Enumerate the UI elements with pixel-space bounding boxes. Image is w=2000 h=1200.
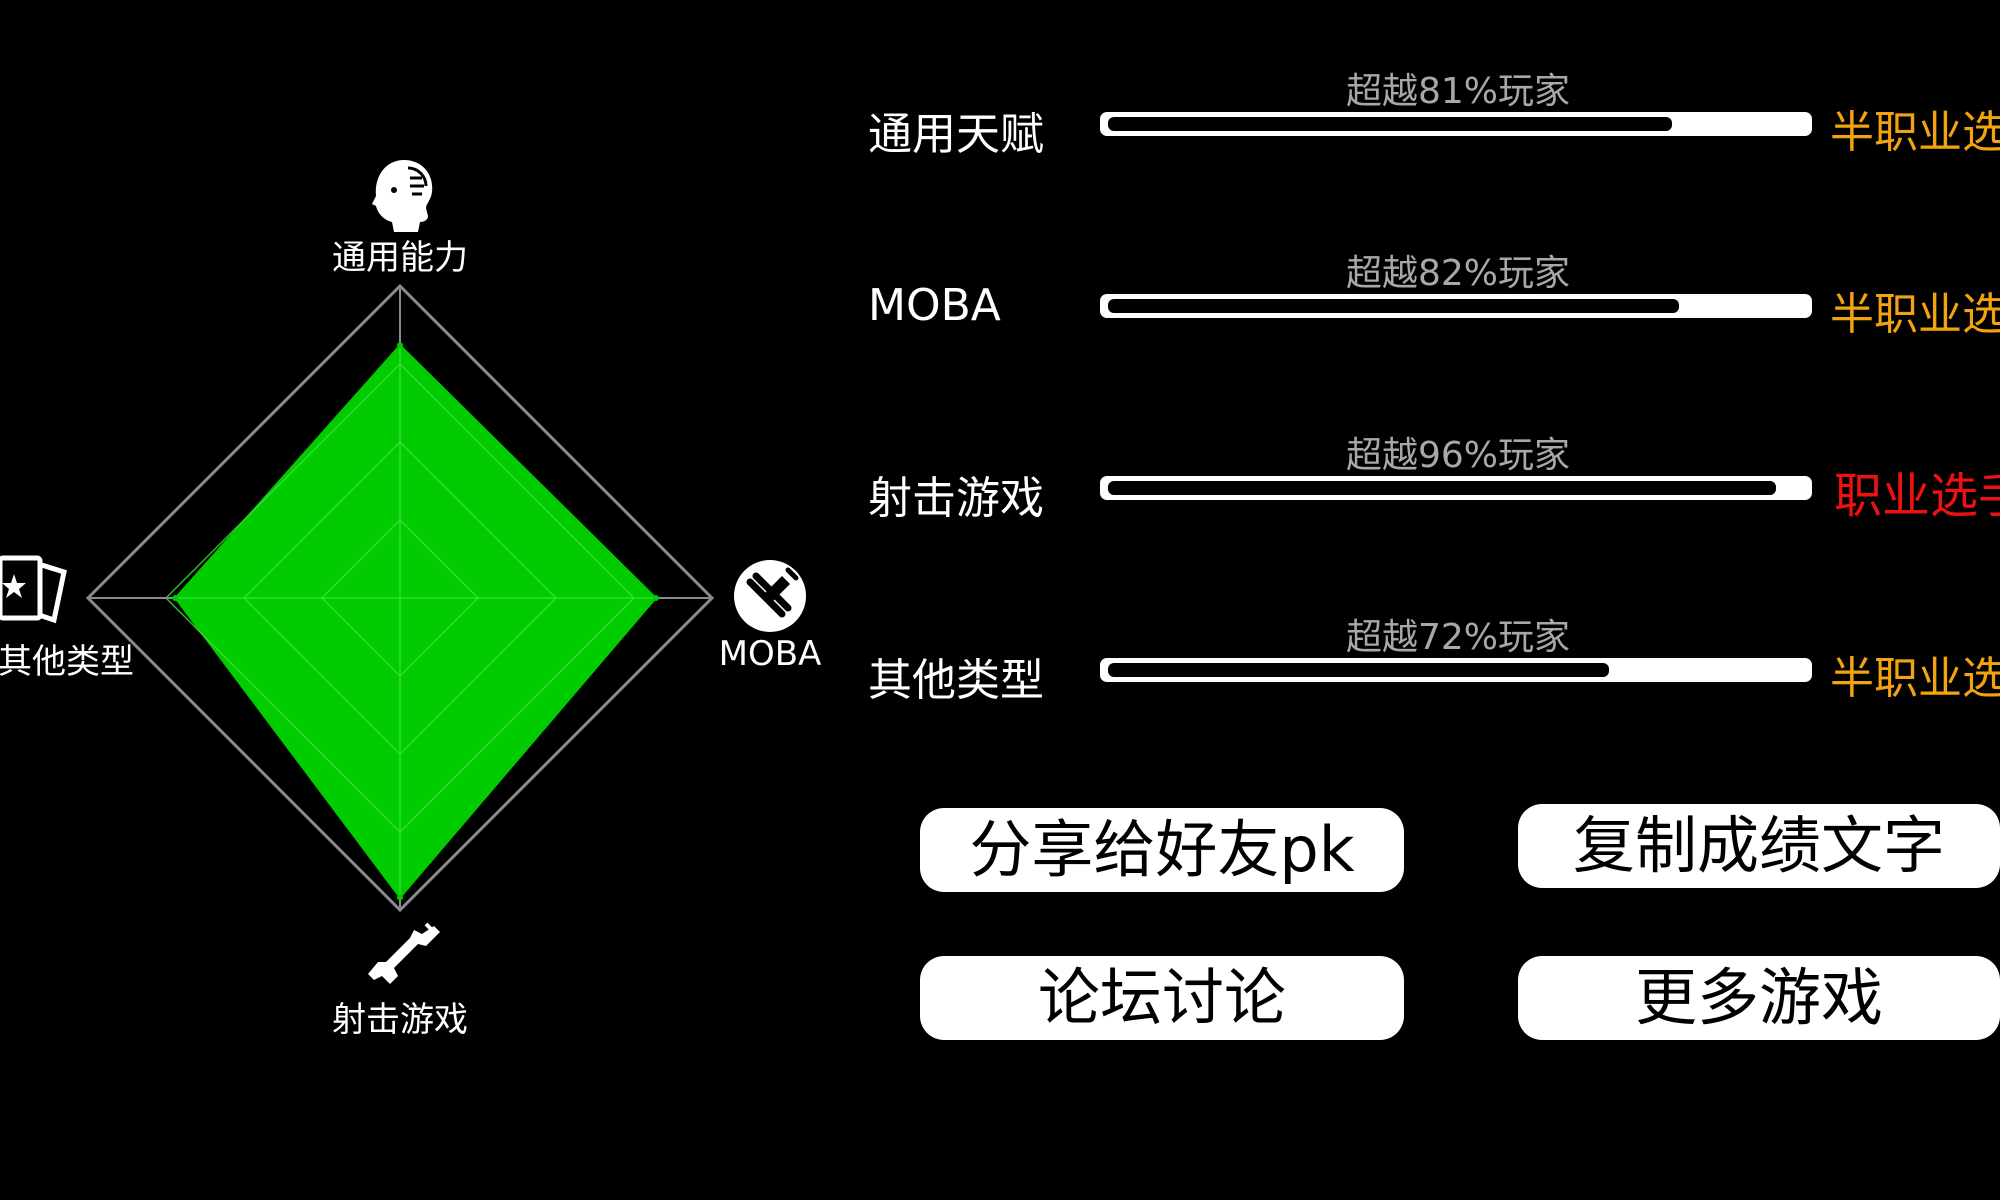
score-row: 其他类型 超越72%玩家半职业选 bbox=[0, 614, 2000, 734]
crossed-tools-icon bbox=[732, 558, 808, 634]
rifle-icon bbox=[364, 922, 444, 986]
progress-bar-track bbox=[1100, 476, 1812, 500]
star-card-icon bbox=[0, 552, 68, 628]
axis-label-general: 通用能力 bbox=[332, 238, 468, 278]
human-head-icon bbox=[364, 156, 440, 236]
axis-label-other: 其他类型 bbox=[0, 642, 134, 682]
row-rank-label: 半职业选 bbox=[1830, 107, 2000, 158]
row-rank-label: 半职业选 bbox=[1830, 653, 2000, 704]
progress-bar-fill bbox=[1108, 299, 1679, 313]
row-category-label: 其他类型 bbox=[868, 655, 1044, 706]
radar-data-point bbox=[172, 595, 179, 601]
score-row: MOBA 超越82%玩家半职业选 bbox=[0, 250, 2000, 370]
row-rank-label: 半职业选 bbox=[1830, 289, 2000, 340]
radar-data-point bbox=[652, 595, 659, 601]
row-percentile-text: 超越82%玩家 bbox=[1345, 253, 1571, 294]
copy-result-text-button[interactable]: 复制成绩文字 bbox=[1518, 804, 2000, 888]
row-category-label: 射击游戏 bbox=[868, 473, 1044, 524]
row-percentile-text: 超越96%玩家 bbox=[1345, 435, 1571, 476]
progress-bar-fill bbox=[1108, 663, 1609, 677]
score-row: 通用天赋 超越81%玩家半职业选 bbox=[0, 68, 2000, 188]
row-category-label: MOBA bbox=[868, 280, 1001, 331]
radar-svg bbox=[85, 283, 715, 913]
progress-bar-fill bbox=[1108, 481, 1776, 495]
forum-discussion-button[interactable]: 论坛讨论 bbox=[920, 956, 1404, 1040]
row-category-label: 通用天赋 bbox=[868, 109, 1044, 160]
radar-chart: 通用能力 MOBA 射击游戏 其他类型 bbox=[0, 0, 840, 1200]
share-to-friend-button[interactable]: 分享给好友pk bbox=[920, 808, 1404, 892]
axis-label-moba: MOBA bbox=[718, 634, 822, 674]
progress-bar-track bbox=[1100, 658, 1812, 682]
progress-bar-fill bbox=[1108, 117, 1672, 131]
more-games-button[interactable]: 更多游戏 bbox=[1518, 956, 2000, 1040]
progress-bar-track bbox=[1100, 112, 1812, 136]
axis-label-shooter: 射击游戏 bbox=[332, 1000, 468, 1040]
radar-data-point bbox=[397, 894, 403, 901]
score-row: 射击游戏 超越96%玩家职业选手 bbox=[0, 432, 2000, 552]
row-rank-label: 职业选手 bbox=[1834, 468, 2000, 524]
radar-data-point bbox=[397, 342, 403, 349]
row-percentile-text: 超越81%玩家 bbox=[1345, 71, 1571, 112]
progress-bar-track bbox=[1100, 294, 1812, 318]
row-percentile-text: 超越72%玩家 bbox=[1345, 617, 1571, 658]
